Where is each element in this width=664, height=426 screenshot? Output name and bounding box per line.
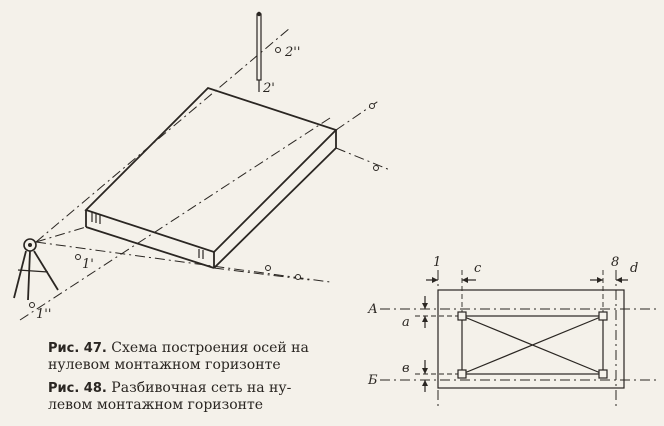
label-axis-B: Б [367, 373, 378, 388]
axis-line-lower [35, 241, 331, 283]
corner-mark-br [598, 369, 608, 379]
corner-mark-bl [457, 369, 467, 379]
axis-line-right-2 [335, 147, 391, 171]
fig47-diagram: 2'' 2' 1' 1'' [13, 11, 391, 322]
block-bottom-right [213, 147, 337, 269]
block-top-face [84, 86, 338, 254]
ref-point-front [265, 265, 271, 271]
label-1-prime: 1' [82, 257, 94, 272]
ref-point-right-1 [369, 103, 375, 109]
ref-point-lower [295, 274, 301, 280]
label-dim-a: а [402, 315, 410, 330]
label-dim-d: d [630, 261, 638, 276]
caption-fig-47-line1: Схема построения осей на [111, 340, 309, 356]
corner-mark-tl [457, 311, 467, 321]
label-dim-v: в [402, 361, 410, 376]
axis-line-bottom [19, 117, 331, 321]
axis-line-front [35, 226, 87, 243]
block-marks-right [198, 249, 204, 259]
label-axis-8: 8 [611, 255, 619, 270]
block-marks-left [91, 212, 101, 224]
axis-line-upper [35, 27, 291, 243]
ref-point-right-2 [373, 165, 379, 171]
caption-fig-48-ref: Рис. 48. [48, 381, 107, 396]
corner-mark-tr [598, 311, 608, 321]
survey-pole [256, 11, 262, 92]
block-bottom-left [85, 226, 215, 269]
ref-point-1prime [75, 254, 81, 260]
theodolite-icon [13, 238, 59, 301]
caption-fig-47-line2: нулевом монтажном горизонте [48, 357, 281, 373]
axis-line-front-extend [213, 267, 311, 281]
ref-point-2dprime [275, 47, 281, 53]
fig48-diagram: 1 8 c d А Б а в [367, 255, 656, 410]
label-2-prime: 2' [262, 81, 275, 96]
caption-fig-48-line2: левом монтажном горизонте [48, 397, 264, 413]
inner-grid [461, 315, 604, 375]
caption-fig-47: Рис. 47. Схема построения осей на нулево… [48, 340, 348, 374]
label-axis-1: 1 [433, 255, 441, 270]
caption-fig-48: Рис. 48. Разбивочная сеть на ну- левом м… [48, 380, 348, 414]
label-1-double-prime: 1'' [36, 307, 51, 322]
label-2-double-prime: 2'' [284, 45, 300, 60]
caption-fig-47-ref: Рис. 47. [48, 341, 107, 356]
diagonal-2 [461, 315, 604, 375]
label-dim-c: c [474, 261, 482, 276]
label-axis-A: А [367, 302, 378, 317]
ref-point-1dprime [29, 302, 35, 308]
caption-fig-48-line1: Разбивочная сеть на ну- [111, 380, 292, 396]
